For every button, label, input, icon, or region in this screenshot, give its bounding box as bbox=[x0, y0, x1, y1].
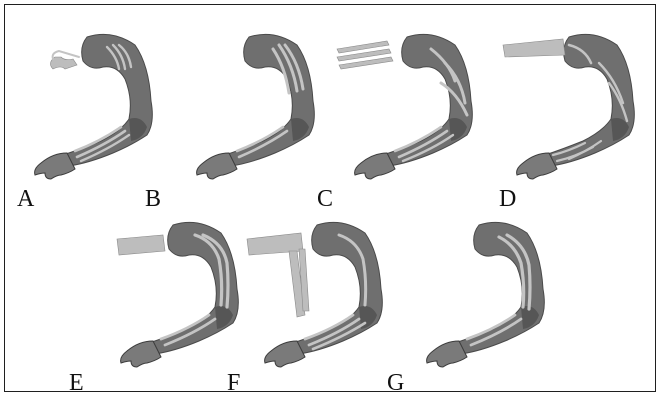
arm-model-a bbox=[17, 23, 167, 198]
panel-label-c: C bbox=[317, 187, 333, 211]
panel-b: B bbox=[179, 23, 329, 198]
panel-d: D bbox=[499, 23, 649, 198]
panel-label-g: G bbox=[387, 371, 404, 395]
panel-label-e: E bbox=[69, 371, 84, 395]
panel-f: F bbox=[247, 211, 397, 386]
arm-model-d bbox=[499, 23, 649, 198]
panel-e: E bbox=[103, 211, 253, 386]
figure-frame: A B C bbox=[4, 4, 656, 392]
arm-model-f bbox=[247, 211, 397, 386]
panel-g: G bbox=[409, 211, 559, 386]
panel-c: C bbox=[337, 23, 487, 198]
panel-label-f: F bbox=[227, 371, 240, 395]
arm-model-e bbox=[103, 211, 253, 386]
panel-a: A bbox=[17, 23, 167, 198]
panel-label-b: B bbox=[145, 187, 161, 211]
arm-model-c bbox=[337, 23, 487, 198]
arm-model-b bbox=[179, 23, 329, 198]
arm-model-g bbox=[409, 211, 559, 386]
panel-label-a: A bbox=[17, 187, 34, 211]
panel-label-d: D bbox=[499, 187, 516, 211]
